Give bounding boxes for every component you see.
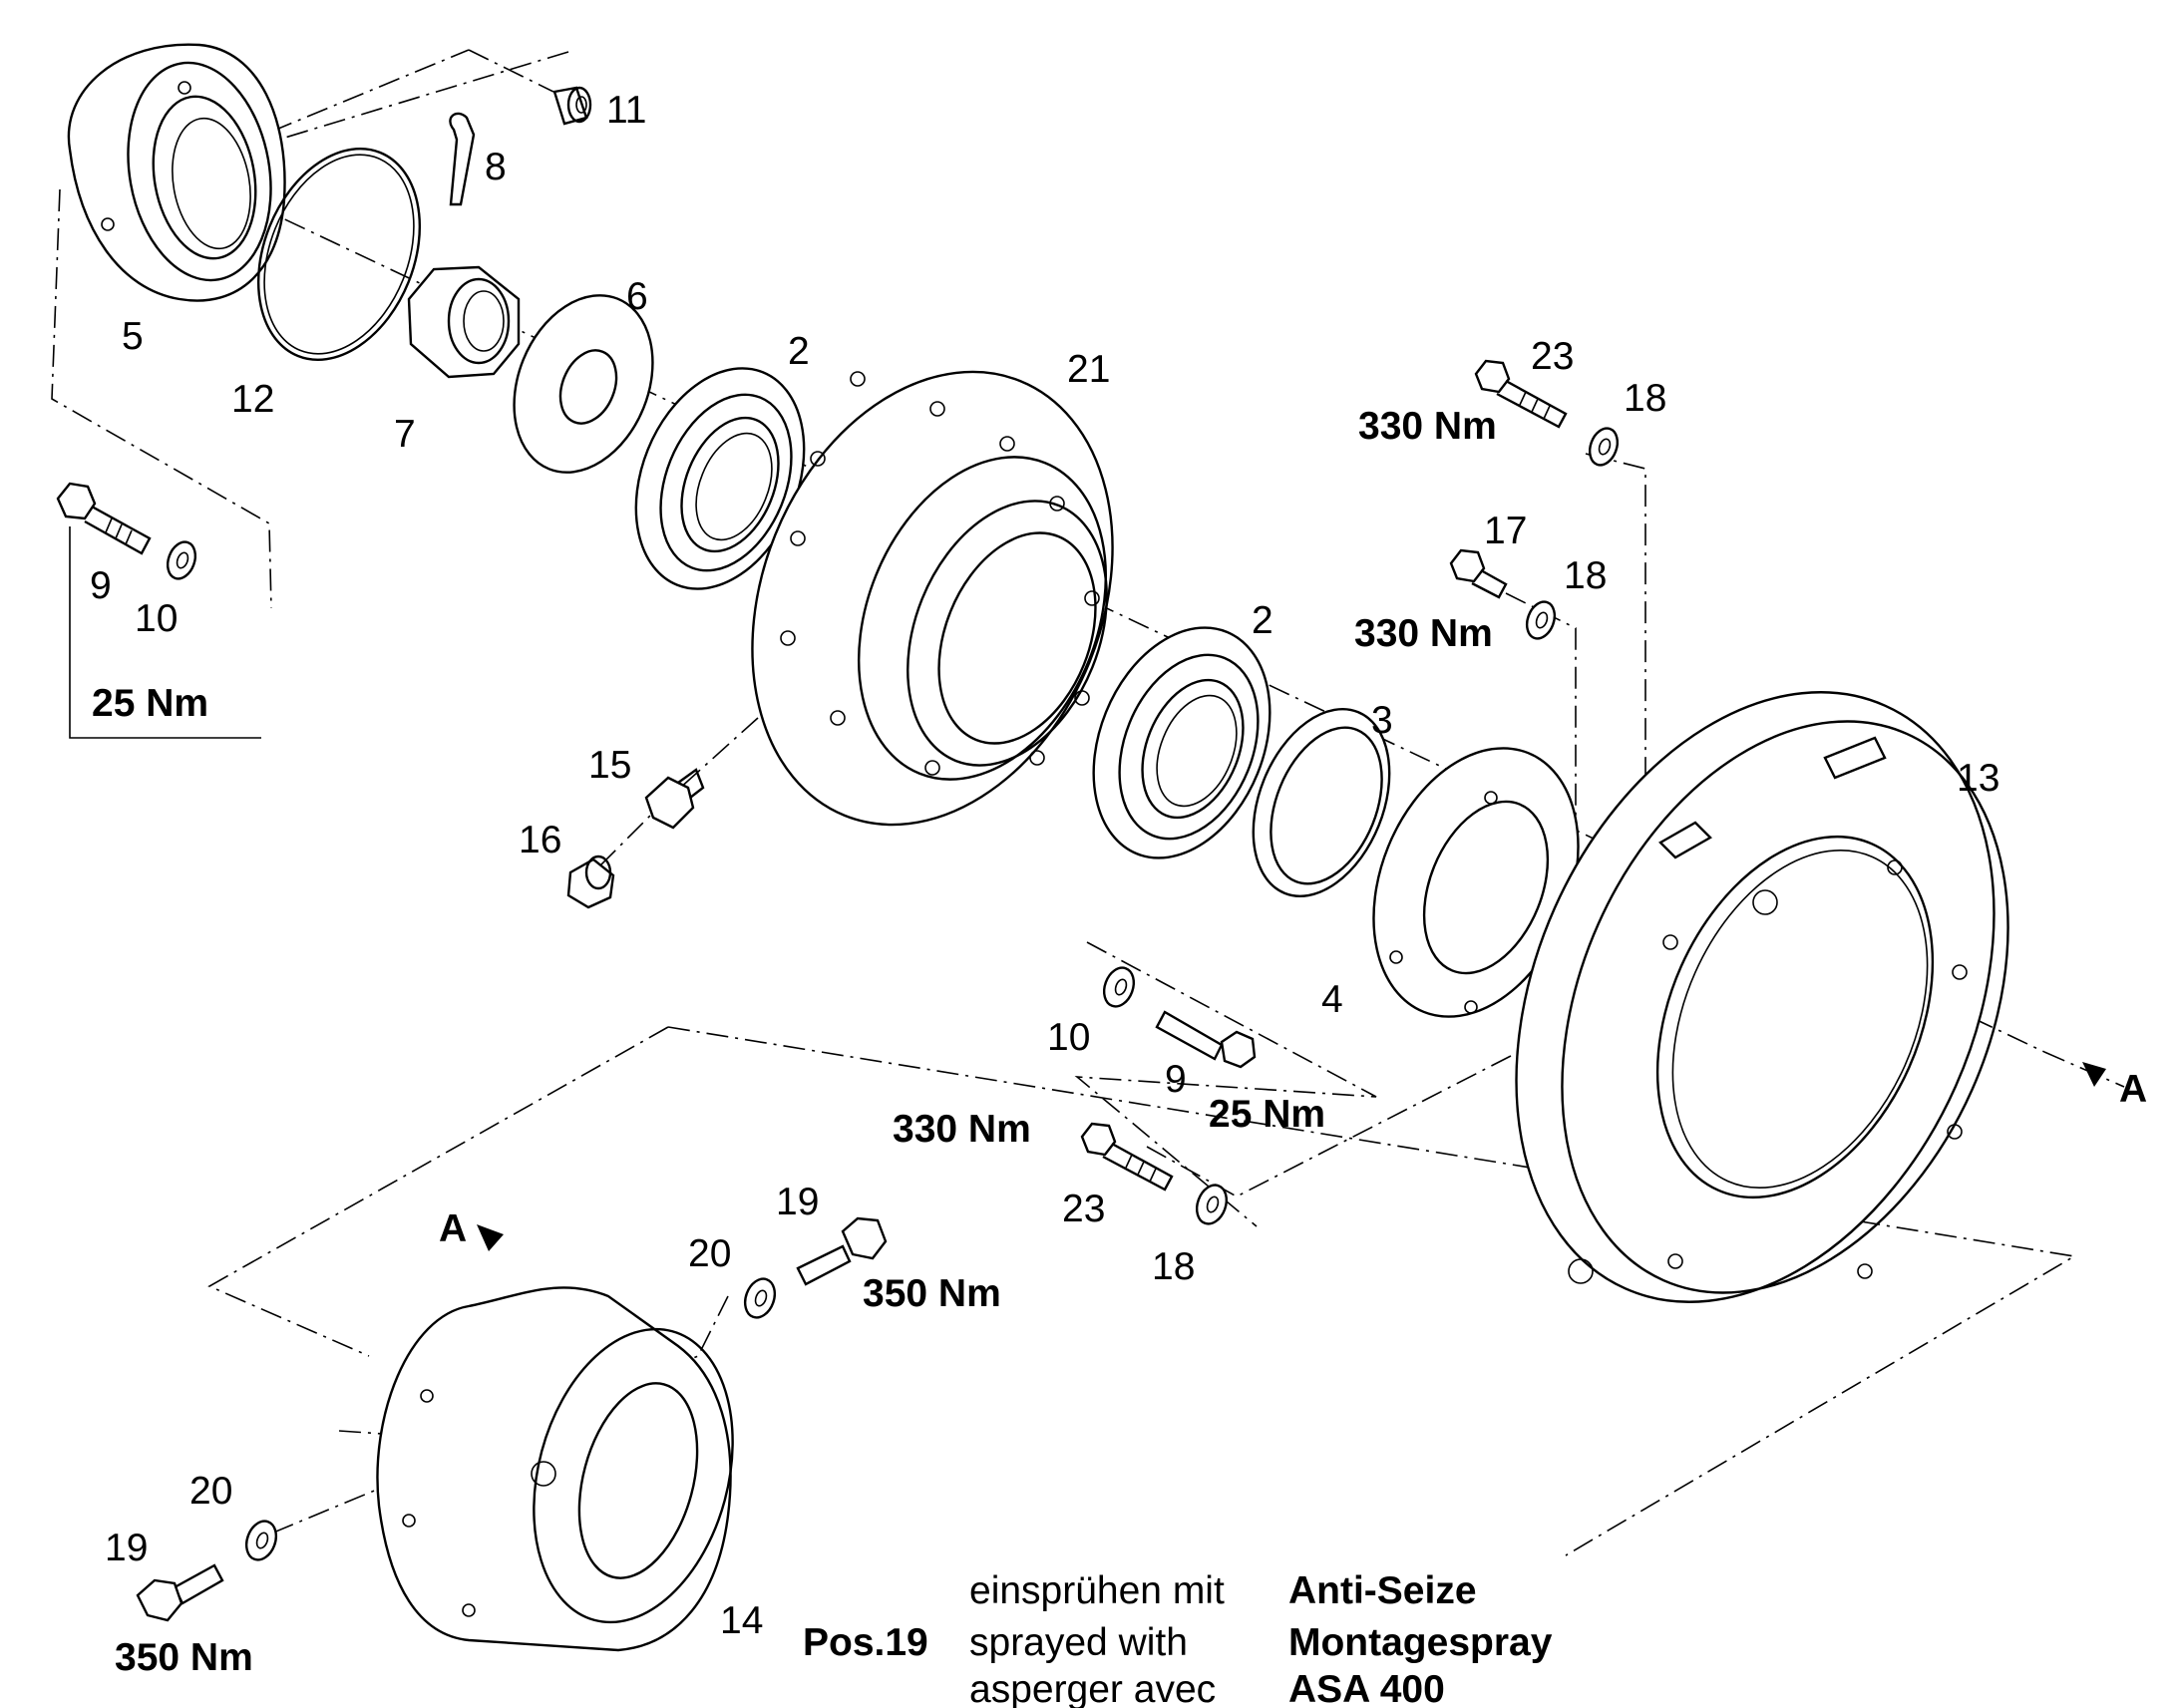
part-18-washer-b xyxy=(1525,600,1557,640)
part-9-bolt-upper xyxy=(56,482,152,555)
label-17: 17 xyxy=(1484,510,1527,552)
part-18-washer-a xyxy=(1588,427,1620,467)
label-14: 14 xyxy=(720,1599,763,1642)
torque-350nm-left: 350 Nm xyxy=(115,1636,253,1679)
torque-25nm-upper: 25 Nm xyxy=(92,682,208,725)
part-14-housing xyxy=(376,1286,734,1652)
label-2a: 2 xyxy=(788,330,810,373)
label-7: 7 xyxy=(394,413,416,456)
label-5: 5 xyxy=(122,315,144,358)
torque-330nm-c: 330 Nm xyxy=(893,1108,1031,1151)
label-23a: 23 xyxy=(1531,335,1574,378)
label-18b: 18 xyxy=(1564,554,1607,597)
part-7-castle-nut xyxy=(407,265,521,379)
part-16-cap xyxy=(566,854,615,909)
torque-labels: 25 Nm 25 Nm 330 Nm 330 Nm 330 Nm 350 Nm … xyxy=(92,405,1497,1679)
part-8-split-pin xyxy=(449,112,476,206)
label-10b: 10 xyxy=(1047,1016,1090,1059)
part-6-washer xyxy=(513,294,654,474)
part-17-bolt xyxy=(1449,548,1508,599)
label-8: 8 xyxy=(485,146,507,188)
part-21-wheel-hub xyxy=(751,370,1114,827)
label-2b: 2 xyxy=(1252,599,1273,642)
note-product-2: Montagespray xyxy=(1288,1621,1553,1664)
part-15-grease-nipple xyxy=(644,768,705,830)
part-12-o-ring xyxy=(256,148,422,361)
torque-bracket-25nm xyxy=(69,526,261,739)
note-fr: asperger avec xyxy=(969,1668,1216,1708)
part-13-carrier-plate xyxy=(1515,691,2009,1303)
label-15: 15 xyxy=(588,744,631,787)
part-3-seal xyxy=(1252,708,1391,897)
part-2-bearing-lower xyxy=(1092,626,1272,859)
label-19a: 19 xyxy=(776,1181,819,1223)
part-18-washer-c xyxy=(1195,1184,1229,1225)
part-19-bolt-right xyxy=(796,1216,888,1286)
part-20-washer-right xyxy=(743,1277,777,1319)
part-5-flange-housing xyxy=(67,43,286,302)
label-4: 4 xyxy=(1321,978,1343,1021)
part-20-washer-left xyxy=(244,1520,278,1561)
torque-350nm-right: 350 Nm xyxy=(863,1272,1001,1315)
part-23-bolt-upper xyxy=(1474,359,1568,429)
torque-330nm-a: 330 Nm xyxy=(1358,405,1497,448)
label-9a: 9 xyxy=(90,564,112,607)
label-3: 3 xyxy=(1371,699,1393,742)
arrow-a-right-icon xyxy=(2082,1062,2106,1087)
note-pos: Pos.19 xyxy=(803,1621,928,1664)
label-16: 16 xyxy=(519,819,561,861)
label-19b: 19 xyxy=(105,1527,148,1569)
note-en: sprayed with xyxy=(969,1621,1188,1664)
label-9b: 9 xyxy=(1165,1058,1187,1101)
part-labels: 2 2 3 4 5 6 7 8 9 10 9 10 11 12 13 14 15… xyxy=(90,89,1999,1642)
label-13: 13 xyxy=(1957,757,1999,800)
note-de: einsprühen mit xyxy=(969,1569,1225,1612)
label-23b: 23 xyxy=(1062,1188,1105,1230)
label-12: 12 xyxy=(231,378,274,421)
torque-25nm-middle: 25 Nm xyxy=(1209,1093,1325,1136)
note-product-3: ASA 400 xyxy=(1288,1668,1445,1708)
part-10-washer-upper xyxy=(166,540,197,580)
part-23-bolt-lower xyxy=(1080,1122,1174,1192)
torque-330nm-b: 330 Nm xyxy=(1354,612,1493,655)
arrow-a-left-icon xyxy=(477,1224,504,1251)
part-19-bolt-left xyxy=(136,1563,224,1622)
label-18c: 18 xyxy=(1152,1245,1195,1288)
label-10a: 10 xyxy=(135,597,178,640)
label-11: 11 xyxy=(606,89,647,132)
label-20a: 20 xyxy=(688,1232,731,1275)
marker-a-right: A xyxy=(2119,1068,2147,1111)
part-4-cover-flange xyxy=(1372,747,1580,1018)
marker-a-left: A xyxy=(439,1207,467,1250)
part-10-washer-middle xyxy=(1102,966,1136,1008)
label-21: 21 xyxy=(1067,348,1110,391)
label-18a: 18 xyxy=(1624,377,1666,420)
note-block: einsprühen mit sprayed with asperger ave… xyxy=(803,1569,1553,1708)
note-product-1: Anti-Seize xyxy=(1288,1569,1477,1612)
label-20b: 20 xyxy=(189,1470,232,1513)
part-11-plug xyxy=(552,86,592,126)
label-6: 6 xyxy=(626,275,648,318)
part-9-bolt-middle xyxy=(1155,1010,1257,1069)
